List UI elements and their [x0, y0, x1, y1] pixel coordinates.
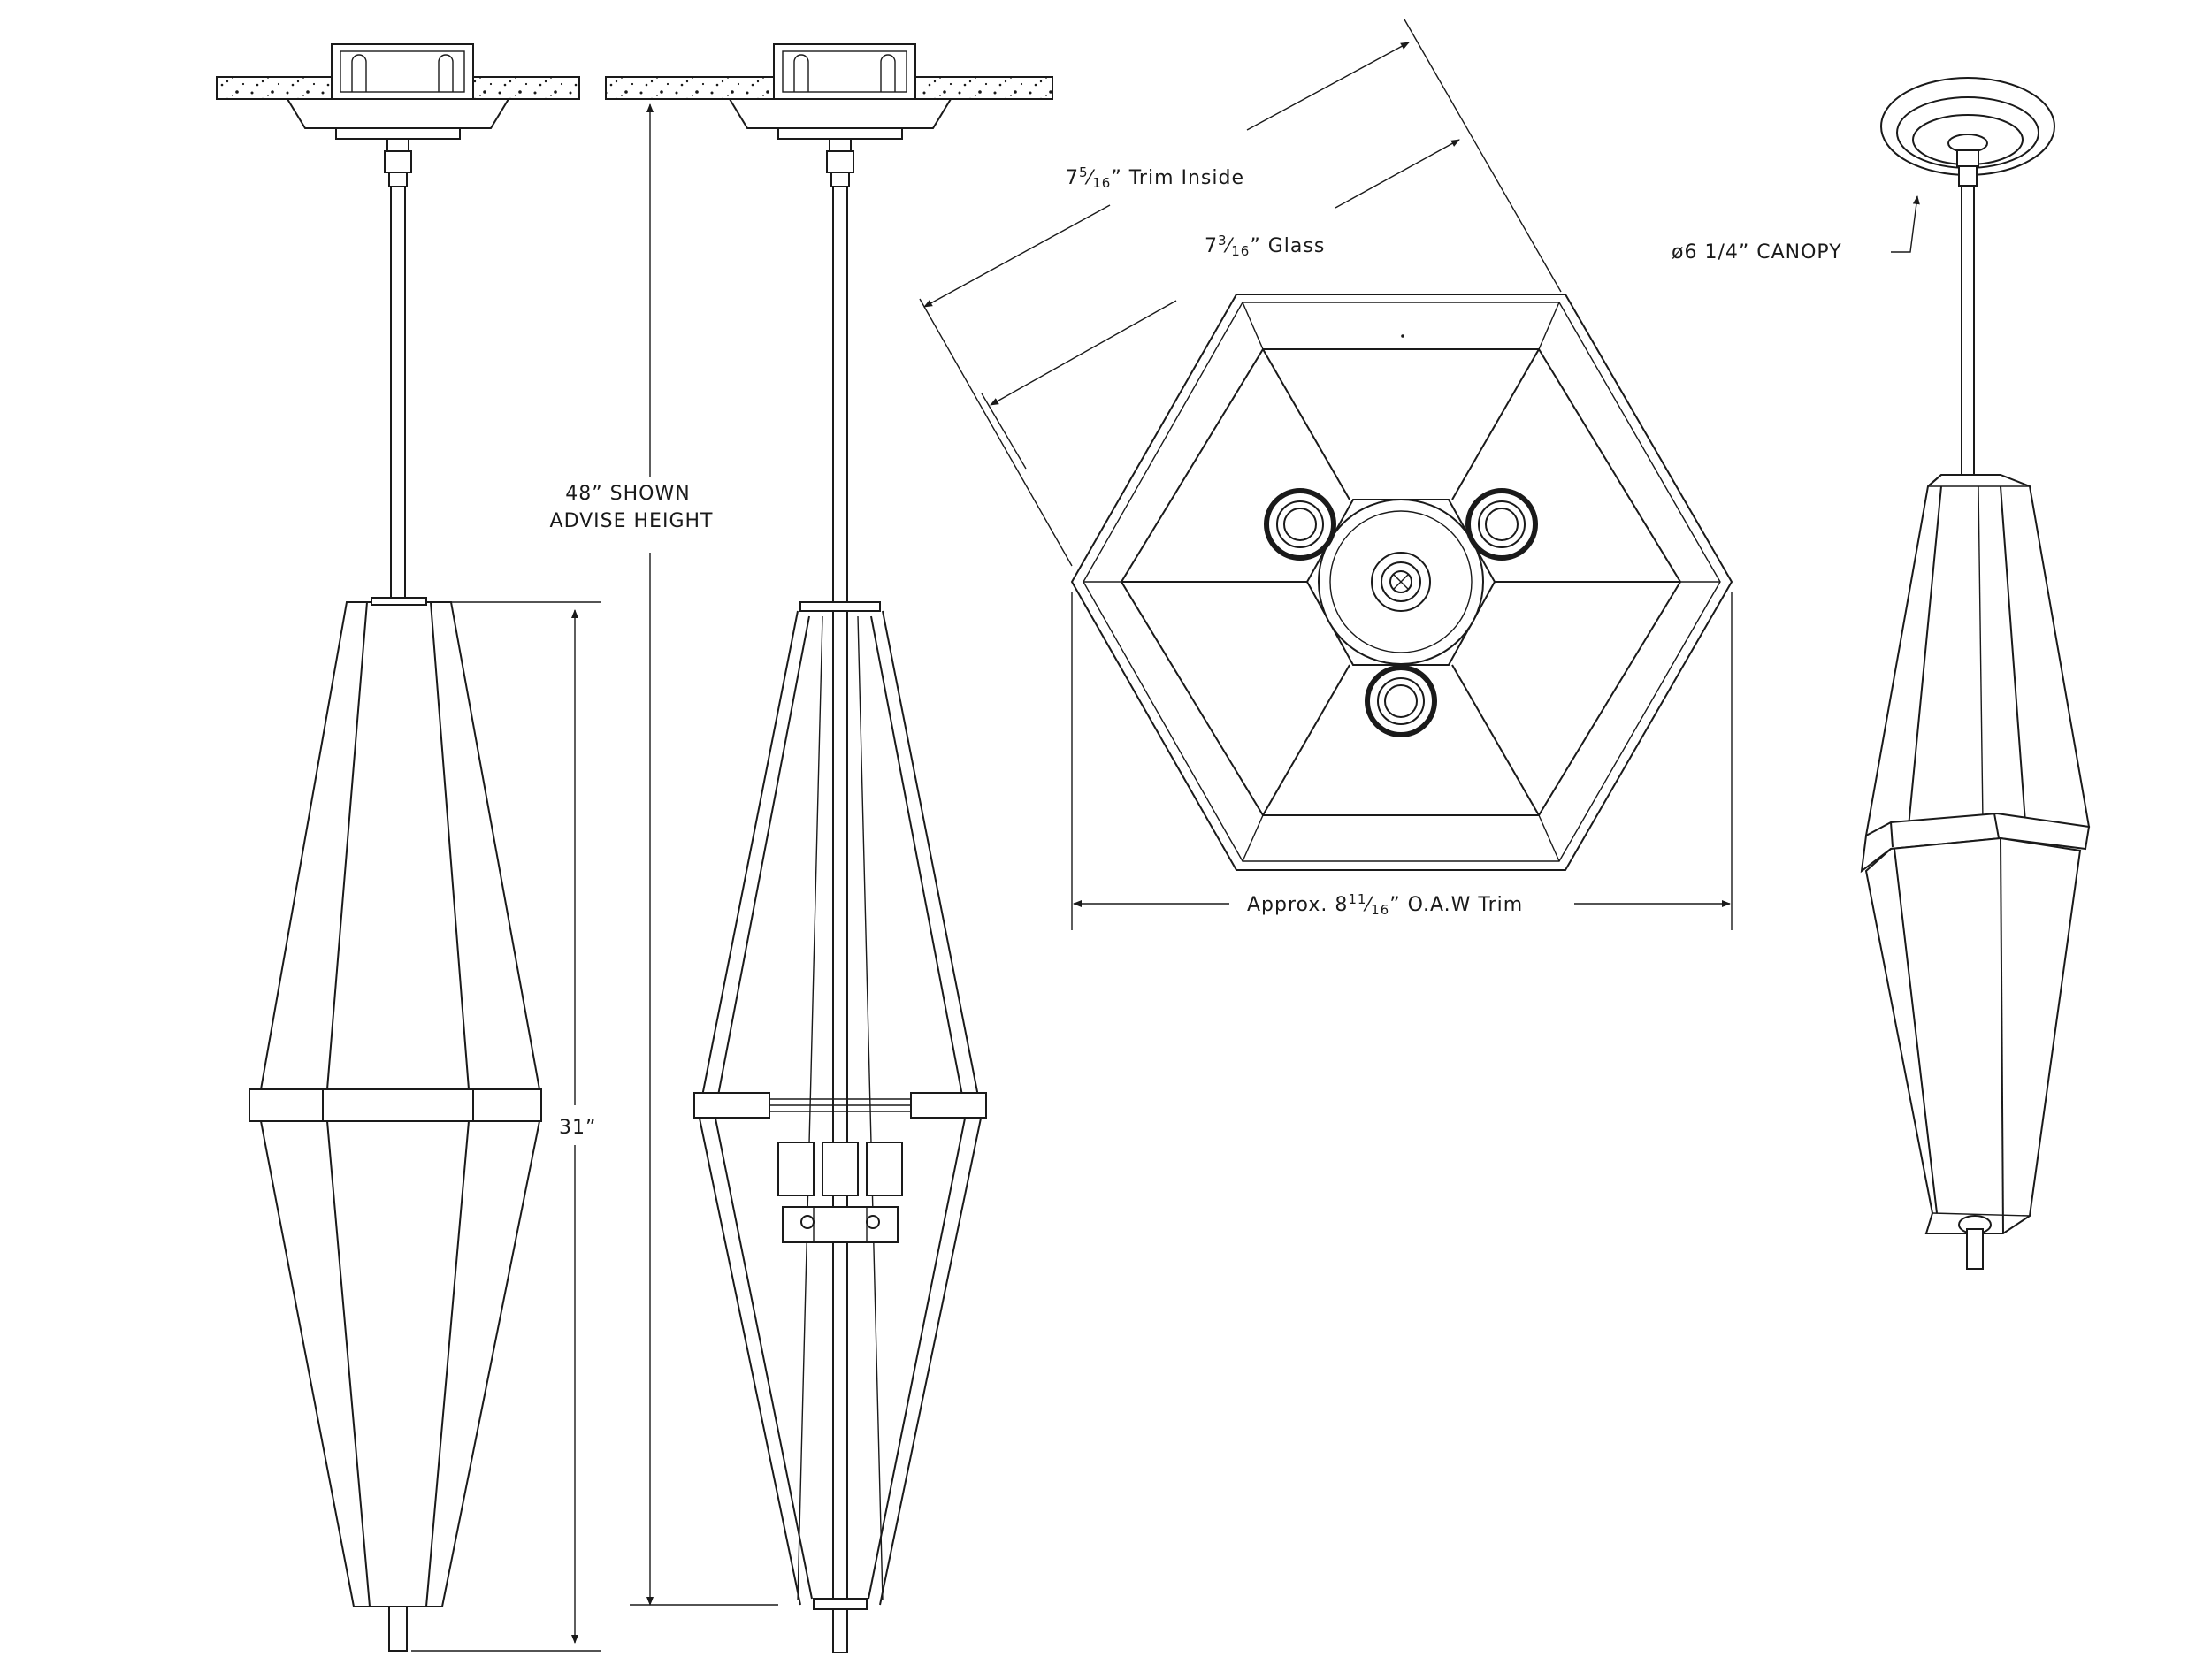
glass-suffix: ” Glass: [1250, 235, 1325, 257]
perspective-view: ø6 1/4” CANOPY: [1672, 77, 2091, 1270]
glass-whole: 7: [1205, 235, 1218, 257]
svg-text:75⁄16” Trim Inside: 75⁄16” Trim Inside: [1066, 164, 1244, 191]
advise-height-label: ADVISE HEIGHT: [550, 510, 714, 532]
wire-frame-cage: [693, 601, 987, 1610]
canopy-2: [728, 98, 952, 140]
shown-height-label: 48” SHOWN: [565, 483, 690, 505]
ceiling-section: [216, 43, 580, 100]
oaw-trim-denominator: 16: [1371, 902, 1389, 918]
lamp-socket-top-right: [1465, 488, 1538, 561]
finial: [1966, 1228, 1984, 1270]
svg-text:73⁄16” Glass: 73⁄16” Glass: [1205, 233, 1325, 259]
stem: [384, 138, 412, 603]
trim-inside-whole: 7: [1066, 167, 1079, 189]
svg-text:Approx. 811⁄16” O.A.W Trim: Approx. 811⁄16” O.A.W Trim: [1247, 891, 1523, 918]
pendant-body-perspective: [1860, 474, 2091, 1270]
trim-inside-numerator: 5: [1079, 164, 1089, 180]
glass-numerator: 3: [1218, 233, 1228, 248]
canopy-label: ø6 1/4” CANOPY: [1672, 241, 1842, 263]
front-elevation-view: 31”: [216, 43, 601, 1652]
overall-height-dimension: 48” SHOWN ADVISE HEIGHT: [550, 103, 778, 1606]
oaw-trim-numerator: 11: [1348, 891, 1366, 907]
stem-2: [826, 138, 854, 1653]
oaw-trim-dimension: Approx. 811⁄16” O.A.W Trim: [1071, 592, 1733, 930]
trim-inside-denominator: 16: [1092, 175, 1111, 191]
lamp-sockets: [777, 1142, 903, 1243]
body-height-label: 31”: [559, 1117, 596, 1139]
ceiling-section-2: [605, 43, 1053, 100]
pendant-body: [249, 597, 542, 1652]
canopy: [286, 98, 510, 140]
body-height-dimension: 31”: [411, 601, 601, 1652]
bottom-plan-view: 75⁄16” Trim Inside 73⁄16” Glass Approx. …: [919, 19, 1733, 930]
trim-inside-suffix: ” Trim Inside: [1111, 167, 1244, 189]
canopy-perspective: [1880, 77, 2055, 187]
stem-perspective: [1961, 185, 1975, 478]
trim-inside-dimension: 75⁄16” Trim Inside: [919, 19, 1562, 567]
lamp-socket-top-left: [1264, 488, 1336, 561]
canopy-callout: ø6 1/4” CANOPY: [1672, 195, 1920, 263]
oaw-trim-suffix: ” O.A.W Trim: [1389, 894, 1523, 916]
oaw-trim-prefix: Approx. 8: [1247, 894, 1348, 916]
cutaway-elevation-view: [605, 43, 1053, 1653]
glass-denominator: 16: [1231, 243, 1250, 259]
lamp-socket-bottom: [1365, 665, 1437, 737]
